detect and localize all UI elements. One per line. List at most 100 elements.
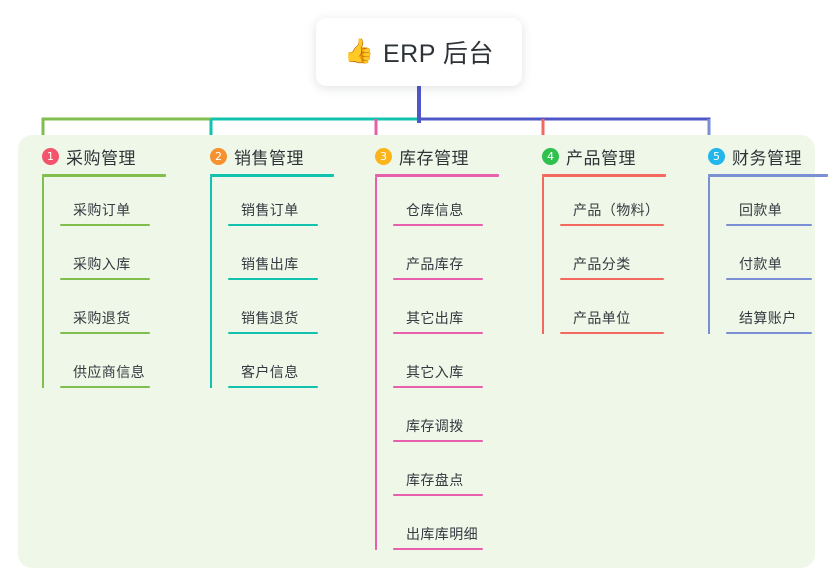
column-items: 销售订单销售出库销售退货客户信息 — [192, 177, 340, 393]
list-item[interactable]: 库存调拨 — [375, 393, 505, 447]
root-node-label: ERP 后台 — [382, 40, 494, 68]
list-item[interactable]: 销售订单 — [210, 177, 340, 231]
column-badge-icon: 5 — [708, 147, 725, 165]
list-item-underline — [393, 278, 483, 280]
list-item-label: 销售订单 — [241, 202, 299, 218]
column-underline — [542, 174, 666, 177]
column-title: 产品管理 — [566, 148, 636, 168]
list-item[interactable]: 回款单 — [708, 177, 826, 231]
list-item-underline — [726, 332, 812, 334]
column-items: 采购订单采购入库采购退货供应商信息 — [24, 177, 172, 393]
list-item[interactable]: 客户信息 — [210, 339, 340, 393]
list-item-underline — [60, 332, 150, 334]
list-item[interactable]: 仓库信息 — [375, 177, 505, 231]
list-item[interactable]: 产品分类 — [542, 231, 684, 285]
list-item[interactable]: 采购退货 — [42, 285, 172, 339]
list-item[interactable]: 其它入库 — [375, 339, 505, 393]
column-1: 1 采购管理采购订单采购入库采购退货供应商信息 — [24, 143, 172, 393]
list-item-label: 产品单位 — [573, 310, 631, 326]
list-item-underline — [60, 386, 150, 388]
list-item-label: 供应商信息 — [73, 364, 145, 380]
list-item-label: 其它出库 — [406, 310, 464, 326]
list-item[interactable]: 其它出库 — [375, 285, 505, 339]
list-item[interactable]: 供应商信息 — [42, 339, 172, 393]
column-underline — [708, 174, 828, 177]
column-underline — [42, 174, 166, 177]
list-item-underline — [60, 224, 150, 226]
column-header-4[interactable]: 4 产品管理 — [524, 143, 684, 169]
column-spine — [708, 177, 710, 334]
list-item[interactable]: 销售出库 — [210, 231, 340, 285]
list-item-label: 结算账户 — [739, 310, 797, 326]
list-item-underline — [228, 224, 318, 226]
column-badge-icon: 1 — [42, 147, 59, 165]
column-badge-icon: 2 — [210, 147, 227, 165]
list-item-label: 产品（物料） — [573, 202, 660, 218]
list-item-label: 采购退货 — [73, 310, 131, 326]
list-item-underline — [228, 386, 318, 388]
list-item-underline — [393, 440, 483, 442]
column-spine — [42, 177, 44, 388]
column-underline — [210, 174, 334, 177]
column-header-2[interactable]: 2 销售管理 — [192, 143, 340, 169]
list-item-underline — [393, 494, 483, 496]
column-header-5[interactable]: 5 财务管理 — [690, 143, 826, 169]
list-item-label: 出库库明细 — [406, 526, 478, 542]
list-item-label: 客户信息 — [241, 364, 299, 380]
list-item[interactable]: 产品（物料） — [542, 177, 684, 231]
column-3: 3 库存管理仓库信息产品库存其它出库其它入库库存调拨库存盘点出库库明细 — [357, 143, 505, 555]
thumbs-up-icon: 👍 — [344, 38, 374, 65]
list-item-label: 销售退货 — [241, 310, 299, 326]
list-item-label: 回款单 — [739, 202, 783, 218]
list-item[interactable]: 销售退货 — [210, 285, 340, 339]
column-2: 2 销售管理销售订单销售出库销售退货客户信息 — [192, 143, 340, 393]
list-item[interactable]: 采购订单 — [42, 177, 172, 231]
list-item[interactable]: 付款单 — [708, 231, 826, 285]
list-item[interactable]: 结算账户 — [708, 285, 826, 339]
column-header-3[interactable]: 3 库存管理 — [357, 143, 505, 169]
list-item-underline — [560, 224, 664, 226]
column-spine — [210, 177, 212, 388]
list-item-label: 库存盘点 — [406, 472, 464, 488]
list-item-label: 采购订单 — [73, 202, 131, 218]
list-item-underline — [393, 224, 483, 226]
column-5: 5 财务管理回款单付款单结算账户 — [690, 143, 828, 339]
column-items: 产品（物料） 产品分类产品单位 — [524, 177, 684, 339]
list-item-underline — [393, 332, 483, 334]
column-title: 财务管理 — [732, 148, 802, 168]
column-spine — [542, 177, 544, 334]
list-item-label: 产品分类 — [573, 256, 631, 272]
list-item-label: 其它入库 — [406, 364, 464, 380]
list-item[interactable]: 产品库存 — [375, 231, 505, 285]
list-item[interactable]: 库存盘点 — [375, 447, 505, 501]
list-item-underline — [393, 386, 483, 388]
column-items: 仓库信息产品库存其它出库其它入库库存调拨库存盘点出库库明细 — [357, 177, 505, 555]
column-title: 库存管理 — [399, 148, 469, 168]
column-badge-icon: 4 — [542, 147, 559, 165]
list-item-underline — [228, 332, 318, 334]
column-underline — [375, 174, 499, 177]
column-items: 回款单付款单结算账户 — [690, 177, 826, 339]
list-item-underline — [393, 548, 483, 550]
list-item[interactable]: 产品单位 — [542, 285, 684, 339]
list-item-label: 销售出库 — [241, 256, 299, 272]
list-item-underline — [560, 278, 664, 280]
column-spine — [375, 177, 377, 550]
list-item-label: 库存调拨 — [406, 418, 464, 434]
root-node[interactable]: 👍 ERP 后台 — [316, 18, 522, 86]
list-item-underline — [60, 278, 150, 280]
list-item-underline — [228, 278, 318, 280]
list-item-label: 采购入库 — [73, 256, 131, 272]
list-item[interactable]: 出库库明细 — [375, 501, 505, 555]
list-item-label: 产品库存 — [406, 256, 464, 272]
column-4: 4 产品管理产品（物料） 产品分类产品单位 — [524, 143, 684, 339]
list-item-underline — [726, 224, 812, 226]
column-title: 销售管理 — [234, 148, 304, 168]
list-item-underline — [560, 332, 664, 334]
column-header-1[interactable]: 1 采购管理 — [24, 143, 172, 169]
column-title: 采购管理 — [66, 148, 136, 168]
list-item[interactable]: 采购入库 — [42, 231, 172, 285]
column-badge-icon: 3 — [375, 147, 392, 165]
list-item-label: 付款单 — [739, 256, 783, 272]
